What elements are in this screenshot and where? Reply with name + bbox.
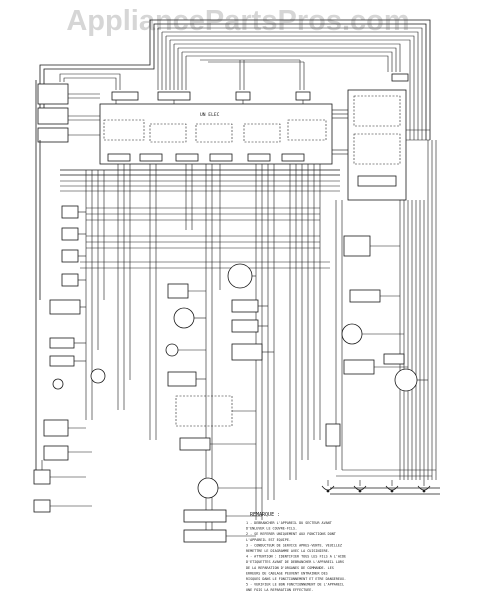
left-components <box>43 205 106 461</box>
center-components <box>165 263 274 543</box>
legend-line: 2 - SE REFERER UNIQUEMENT AUX FONCTIONS … <box>246 532 336 536</box>
electronic-control-board: UN ELEC <box>99 100 333 165</box>
terminal-block <box>321 480 440 495</box>
bottom-left-cluster <box>33 460 92 513</box>
watermark-text: AppliancePartsPros.com <box>66 5 409 37</box>
right-bundle <box>336 140 437 480</box>
legend-line: D'ENLEVER LE COUVRE-FILS. <box>246 527 297 531</box>
legend-line: UNE FOIS LA REPARATION EFFECTUEE. <box>246 588 313 592</box>
legend-line: L'APPAREIL EST EQUIPE. <box>246 538 291 542</box>
legend-line: 4 - ATTENTION : IDENTIFIER TOUS LES FILS… <box>246 555 346 559</box>
control-board-label: UN ELEC <box>200 112 220 118</box>
harness-bands <box>60 169 340 269</box>
top-bus-wires <box>39 19 431 140</box>
legend-line: 1 - DEBRANCHER L'APPAREIL DU SECTEUR AVA… <box>246 521 332 525</box>
legend-line: 5 - VERIFIER LE BON FONCTIONNEMENT DE L'… <box>246 583 344 587</box>
legend-line: D'ETIQUETTES AVANT DE DEBRANCHER L'APPAR… <box>246 560 344 564</box>
legend-line: 3 - CONDUCTEUR DE SERVICE APRES-VENTE. V… <box>246 543 342 547</box>
legend-line: ERREURS DE CABLAGE PEUVENT ENTRAINER DES <box>246 571 328 575</box>
right-components <box>325 235 428 447</box>
remarks-legend: REMARQUE : 1 - DEBRANCHER L'APPAREIL DU … <box>246 512 346 592</box>
legend-line: RISQUES DANS LE FONCTIONNEMENT ET ETRE D… <box>246 577 346 581</box>
legend-lines: 1 - DEBRANCHER L'APPAREIL DU SECTEUR AVA… <box>246 521 346 592</box>
left-modules <box>37 83 100 143</box>
legend-line: REMETTRE LE DIAGRAMME AVEC LA CUISINIERE… <box>246 549 330 553</box>
legend-line: DE LA REPARATION D'ORGANES DE COMMANDE. … <box>246 566 334 570</box>
right-module <box>332 89 430 201</box>
legend-title: REMARQUE : <box>250 512 280 518</box>
